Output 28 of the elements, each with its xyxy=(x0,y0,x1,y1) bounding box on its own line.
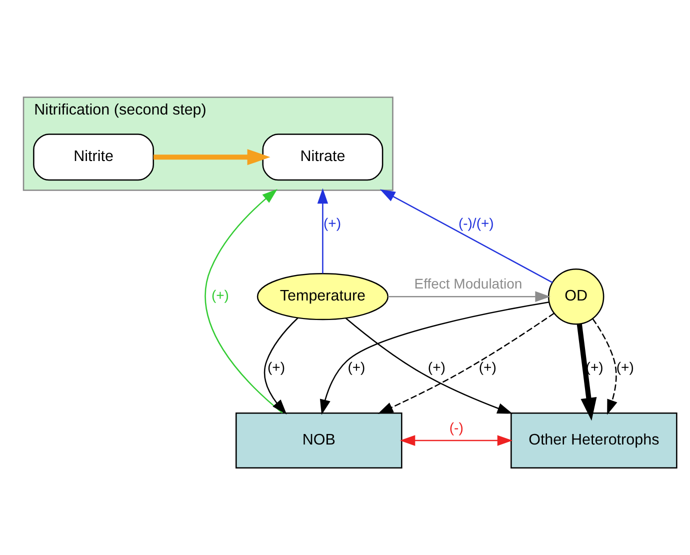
node-box: Other Heterotrophs xyxy=(510,412,678,469)
edge-label: (+) xyxy=(428,359,446,376)
arrow xyxy=(576,324,597,421)
node-box: Nitrate xyxy=(262,134,384,181)
node-box: Nitrite xyxy=(33,134,154,181)
edge-label: (+) xyxy=(211,287,229,304)
node-ellipse: Temperature xyxy=(256,273,389,320)
arrow xyxy=(400,435,513,446)
arrow xyxy=(388,291,550,302)
edge-label: (-) xyxy=(449,420,464,436)
node-circle: OD xyxy=(548,268,604,325)
arrow xyxy=(264,317,298,414)
arrow xyxy=(592,318,618,415)
edge-label: (+) xyxy=(267,359,285,376)
arrow xyxy=(378,312,554,414)
arrow xyxy=(154,149,270,166)
arrow xyxy=(345,318,513,414)
arrow xyxy=(380,189,553,284)
edge-label: (+) xyxy=(324,215,342,232)
edge-label: (+) xyxy=(348,359,366,376)
node-box: NOB xyxy=(236,412,402,469)
edge-label: Effect Modulation xyxy=(414,276,522,292)
edge-label: (+) xyxy=(616,359,634,376)
edge-label: (-)/(+) xyxy=(458,215,494,232)
arrow xyxy=(204,189,283,414)
edge-label: (+) xyxy=(478,359,496,376)
arrow xyxy=(320,301,550,415)
arrow xyxy=(317,188,328,274)
